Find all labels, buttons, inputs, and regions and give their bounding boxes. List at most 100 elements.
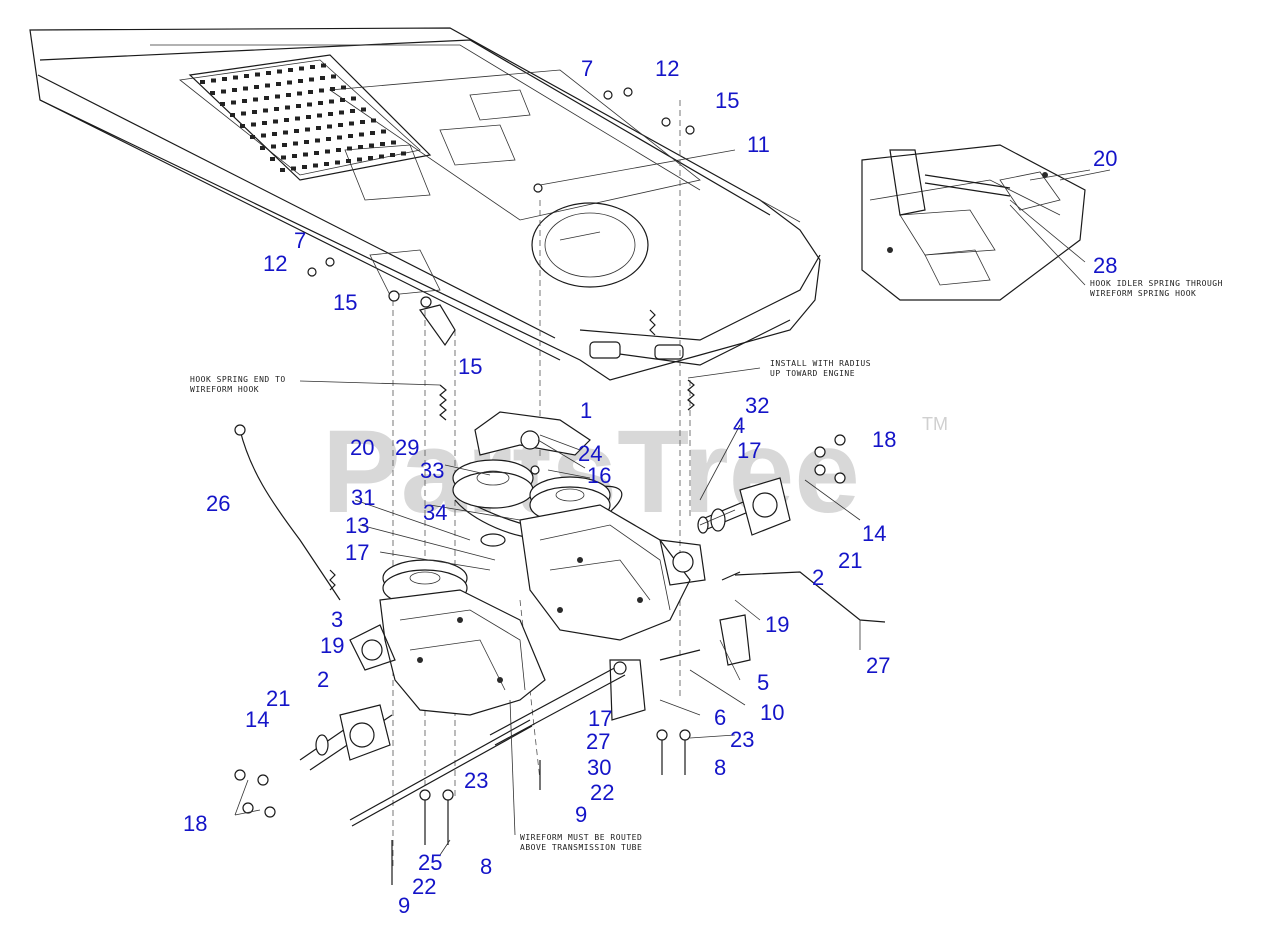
callout[interactable]: 19	[320, 633, 344, 658]
callout[interactable]: 34	[423, 500, 447, 525]
perforation-hole	[326, 137, 331, 141]
callout[interactable]: 12	[655, 56, 679, 81]
callout[interactable]: 14	[245, 707, 269, 732]
callout[interactable]: 27	[586, 729, 610, 754]
perforation-hole	[317, 113, 322, 118]
perforation-hole	[251, 122, 256, 127]
callout[interactable]: 3	[331, 607, 343, 632]
callout[interactable]: 2	[812, 565, 824, 590]
perforation-hole	[368, 156, 373, 160]
perforation-hole	[401, 151, 406, 156]
callout[interactable]: 16	[587, 463, 611, 488]
perforation-hole	[296, 104, 301, 108]
perforation-hole	[297, 91, 302, 96]
callout[interactable]: 30	[587, 755, 611, 780]
callout[interactable]: 8	[480, 854, 492, 879]
callout[interactable]: 23	[730, 727, 754, 752]
callout[interactable]: 21	[266, 686, 290, 711]
callout[interactable]: 7	[294, 228, 306, 253]
perforation-hole	[274, 107, 279, 111]
callout[interactable]: 17	[345, 540, 369, 565]
callout[interactable]: 5	[757, 670, 769, 695]
callout[interactable]: 11	[747, 132, 770, 157]
callout[interactable]: 9	[575, 802, 587, 827]
perforation-hole	[379, 154, 384, 159]
perforation-hole	[275, 94, 280, 99]
callout[interactable]: 23	[464, 768, 488, 793]
callout[interactable]: 26	[206, 491, 230, 516]
callout[interactable]: 31	[351, 485, 375, 510]
transmission-left	[349, 589, 546, 716]
callout[interactable]: 15	[333, 290, 357, 315]
perforation-hole	[319, 88, 324, 93]
perforation-hole	[210, 91, 215, 95]
callout[interactable]: 18	[872, 427, 896, 452]
callout[interactable]: 24	[578, 441, 602, 466]
note-install-2: UP TOWARD ENGINE	[770, 369, 855, 378]
callout[interactable]: 6	[714, 705, 726, 730]
perforation-hole	[280, 168, 285, 172]
callout[interactable]: 4	[733, 413, 745, 438]
perforation-hole	[266, 71, 271, 75]
callout[interactable]: 7	[581, 56, 593, 81]
perforation-hole	[327, 124, 332, 129]
perforation-hole	[361, 107, 366, 112]
callout[interactable]: 18	[183, 811, 207, 836]
perforation-hole	[242, 99, 247, 103]
callout[interactable]: 17	[588, 706, 612, 731]
callout[interactable]: 12	[263, 251, 287, 276]
perforation-hole	[335, 160, 340, 165]
perforation-hole	[241, 111, 246, 116]
callout[interactable]: 2	[317, 667, 329, 692]
perforation-hole	[349, 121, 354, 126]
callout[interactable]: 15	[715, 88, 739, 113]
callout[interactable]: 15	[458, 354, 482, 379]
note-idler-2: WIREFORM SPRING HOOK	[1090, 289, 1196, 298]
inset-detail	[861, 144, 1111, 301]
callout[interactable]: 10	[760, 700, 784, 725]
perforation-hole	[380, 142, 385, 146]
note-hook-spring-2: WIREFORM HOOK	[190, 385, 259, 394]
perforation-hole	[313, 163, 318, 168]
callout[interactable]: 14	[862, 521, 886, 546]
callout[interactable]: 1	[580, 398, 592, 423]
callout[interactable]: 20	[1093, 146, 1117, 171]
callout[interactable]: 33	[420, 458, 444, 483]
callout[interactable]: 9	[398, 893, 410, 918]
perforation-hole	[282, 143, 287, 147]
callout[interactable]: 22	[590, 780, 614, 805]
callout[interactable]: 8	[714, 755, 726, 780]
perforation-hole	[329, 99, 334, 104]
callout[interactable]: 25	[418, 850, 442, 875]
perforation-hole	[284, 118, 289, 122]
assembly-notes: HOOK SPRING END TO WIREFORM HOOK INSTALL…	[190, 279, 1222, 852]
callout[interactable]: 20	[350, 435, 374, 460]
perforation-hole	[272, 132, 277, 136]
callout[interactable]: 19	[765, 612, 789, 637]
perforation-hole	[325, 149, 330, 154]
perforation-hole	[200, 80, 205, 84]
callout[interactable]: 28	[1093, 253, 1117, 278]
tubes-and-rods	[234, 424, 886, 827]
callout[interactable]: 21	[838, 548, 862, 573]
callout[interactable]: 22	[412, 874, 436, 899]
perforation-hole	[292, 154, 297, 158]
perforation-hole	[359, 132, 364, 137]
perforation-hole	[304, 140, 309, 144]
perforation-hole	[369, 143, 374, 148]
perforation-hole	[298, 79, 303, 83]
perforation-hole	[341, 85, 346, 90]
callout[interactable]: 27	[866, 653, 890, 678]
perforation-hole	[221, 89, 226, 94]
perforation-hole	[252, 110, 257, 114]
callout[interactable]: 29	[395, 435, 419, 460]
callout[interactable]: 17	[737, 438, 761, 463]
callout[interactable]: 13	[345, 513, 369, 538]
perforation-hole	[307, 102, 312, 107]
callout[interactable]: 32	[745, 393, 769, 418]
perforation-hole	[390, 153, 395, 157]
perforation-hole	[314, 151, 319, 155]
perforation-hole	[255, 72, 260, 77]
perforation-hole	[299, 66, 304, 71]
perforation-hole	[293, 141, 298, 146]
